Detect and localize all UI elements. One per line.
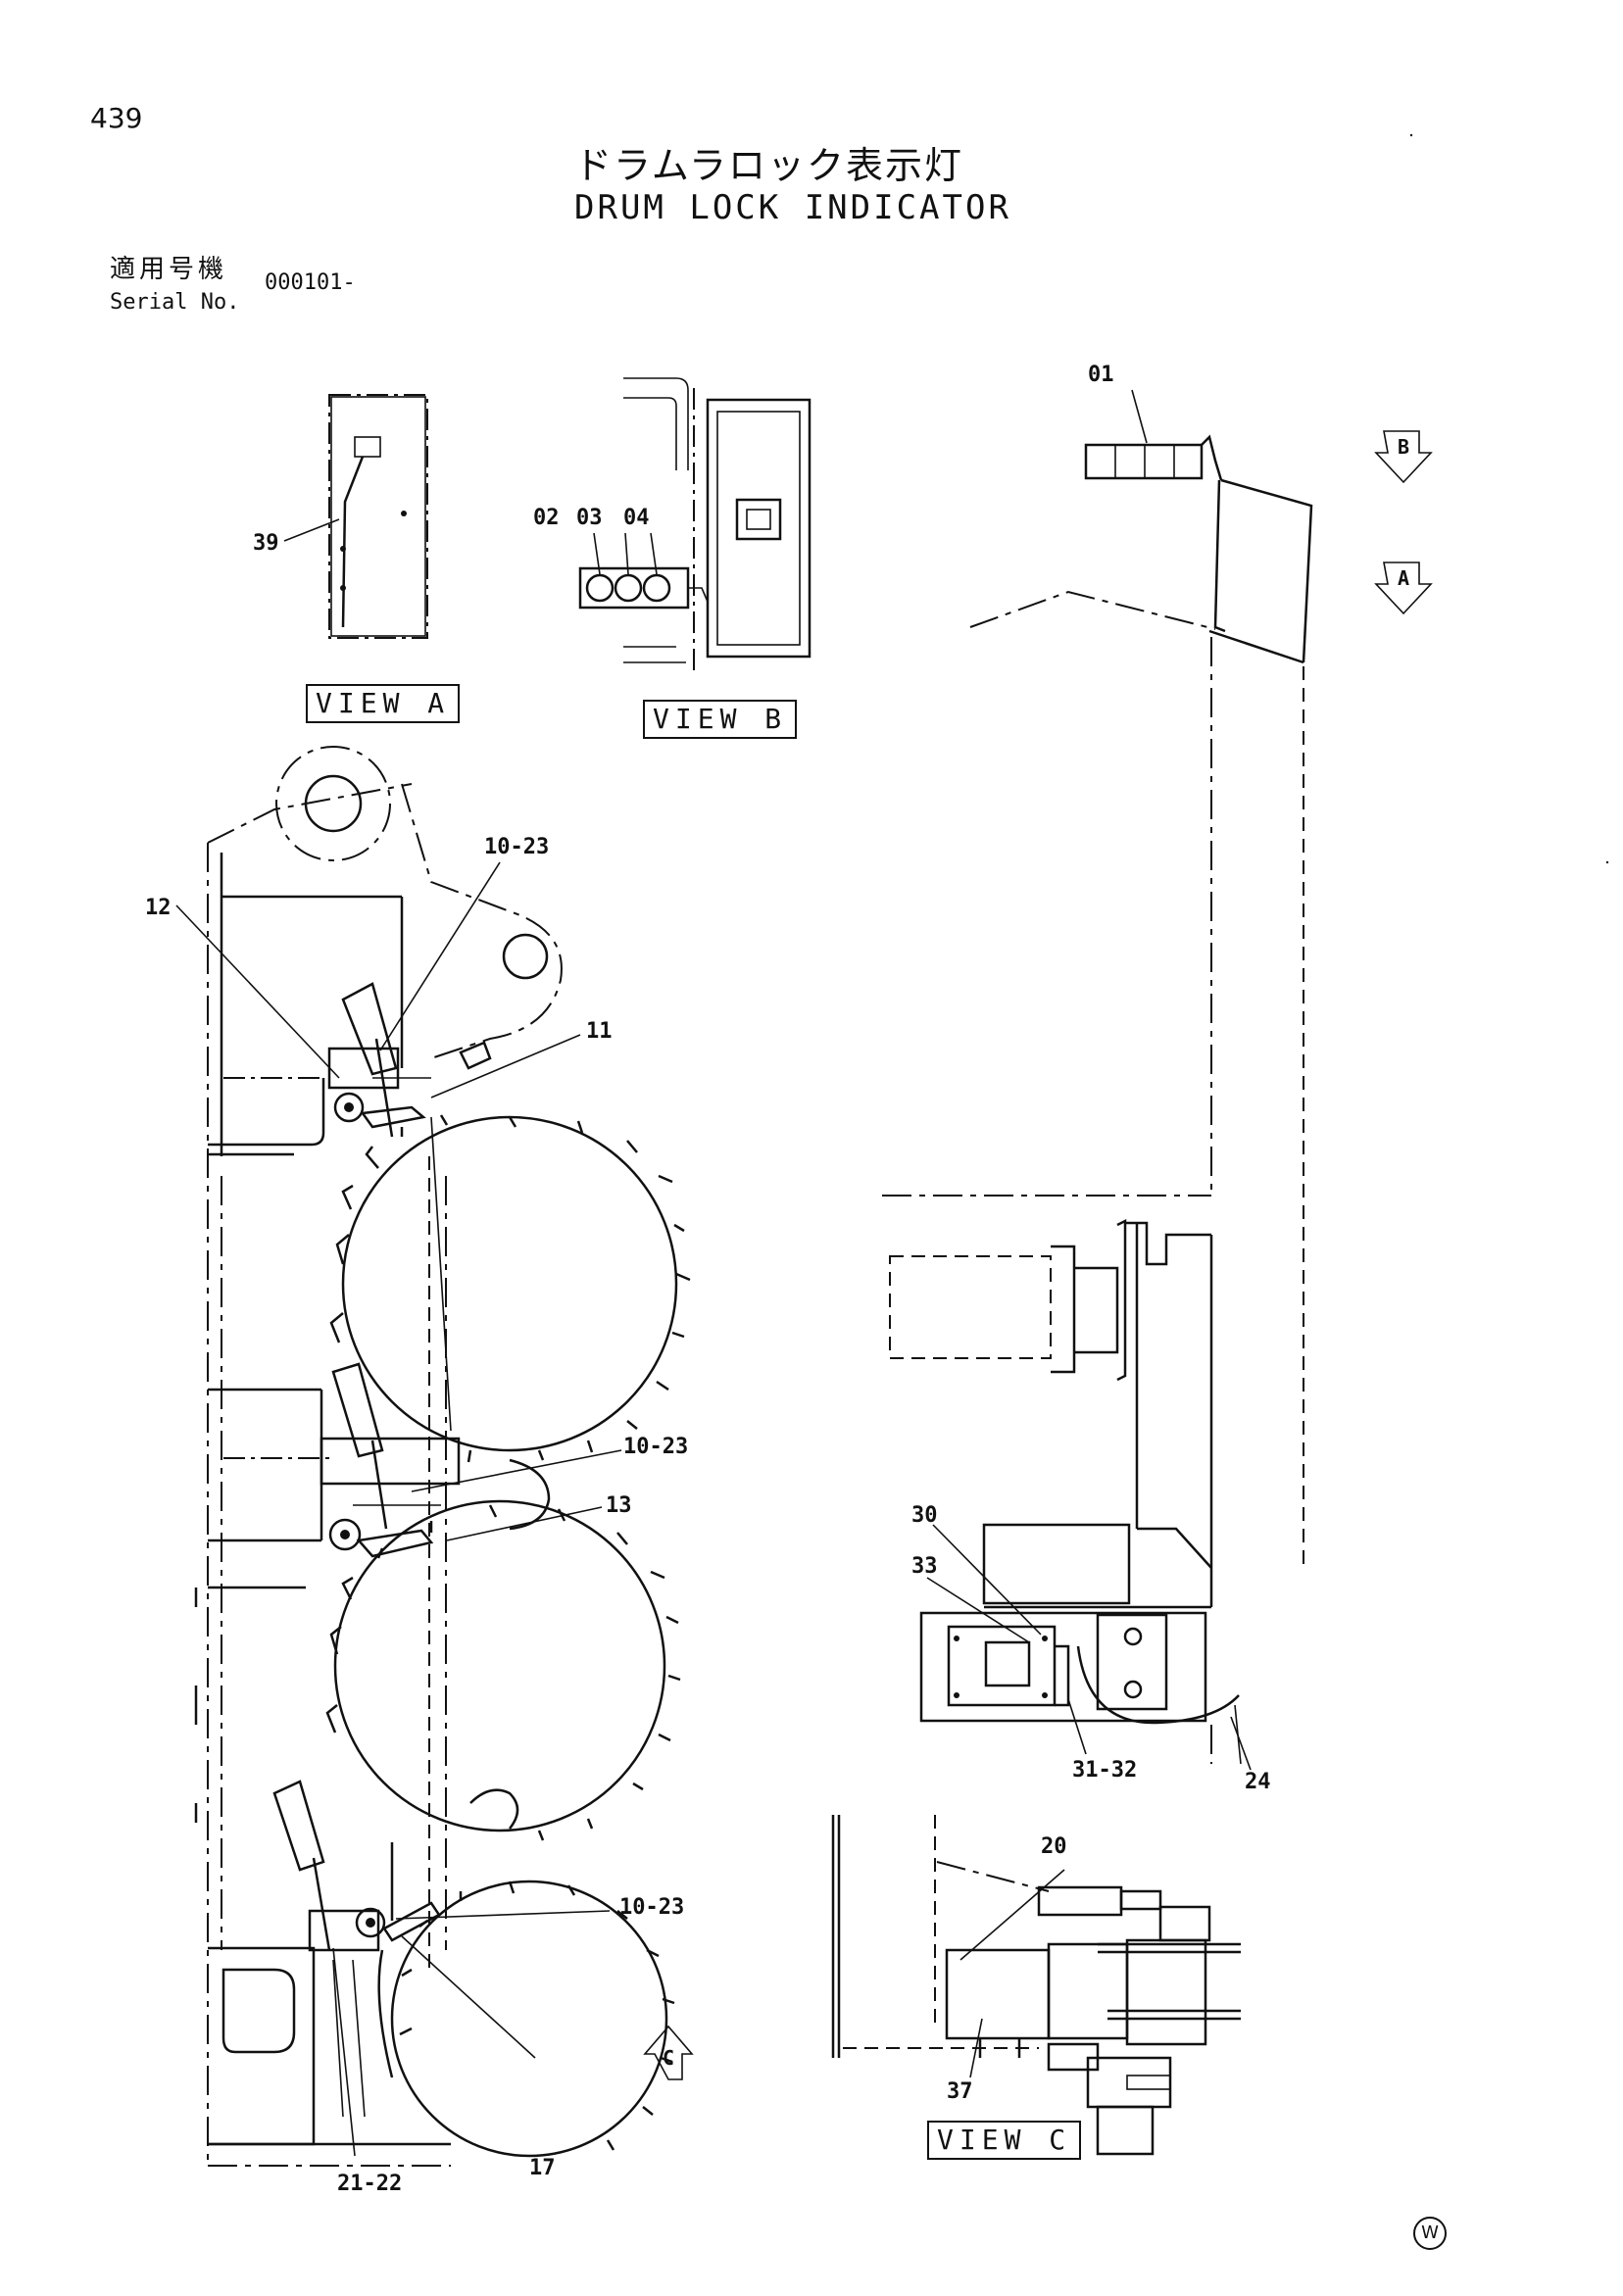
page-title: DRUM LOCK INDICATOR [574,188,1011,227]
callout-12: 12 [145,896,172,920]
callout-01: 01 [1088,363,1114,387]
callout-10-23-lower: 10-23 [619,1895,685,1920]
callout-10-23-upper: 10-23 [484,835,550,859]
callout-21-22: 21-22 [337,2172,403,2196]
view-marker-c [643,2025,694,2080]
view-c-label: VIEW C [927,2121,1082,2160]
callout-17: 17 [529,2156,556,2180]
view-marker-b [1374,430,1433,484]
view-marker-a-letter: A [1398,566,1410,590]
view-marker-c-letter: C [663,2046,675,2070]
indicator-assembly [969,389,1313,1568]
lock-mechanism-lower [272,1780,441,2118]
serial-label-japanese: 適用号機 [110,255,228,284]
callout-03: 03 [576,506,603,530]
footer-mark: W [1413,2217,1447,2250]
main-frame-left [194,746,563,2167]
callout-30: 30 [911,1503,938,1528]
speck [1605,860,1609,864]
right-assembly [882,1195,1242,1765]
callout-02: 02 [533,506,560,530]
view-a-label: VIEW A [306,684,461,723]
callout-04: 04 [623,506,650,530]
view-b-panel [578,377,812,676]
serial-value: 000101- [265,270,356,295]
callout-39: 39 [253,531,279,556]
callout-13: 13 [606,1493,632,1518]
view-marker-a [1374,562,1433,615]
callout-20: 20 [1041,1834,1067,1859]
view-a-panel [283,394,428,639]
lock-mechanism-middle [320,1362,551,1558]
page-title-japanese: ドラムラロック表示灯 [574,144,963,187]
drum-middle [325,1499,681,1841]
page-number: 439 [90,102,143,134]
speck [1409,133,1413,137]
leader-lines [175,861,1252,2157]
callout-31-32: 31-32 [1072,1758,1138,1783]
callout-24: 24 [1245,1770,1271,1794]
callout-11: 11 [586,1019,613,1044]
callout-10-23-middle: 10-23 [623,1435,689,1459]
view-marker-b-letter: B [1398,435,1410,459]
callout-33: 33 [911,1554,938,1579]
callout-37: 37 [947,2079,973,2104]
lock-mechanism-upper [327,982,492,1138]
view-c-assembly [831,1815,1241,2156]
view-b-label: VIEW B [643,700,798,739]
drum-upper [329,1114,691,1463]
serial-label: Serial No. [110,290,240,315]
